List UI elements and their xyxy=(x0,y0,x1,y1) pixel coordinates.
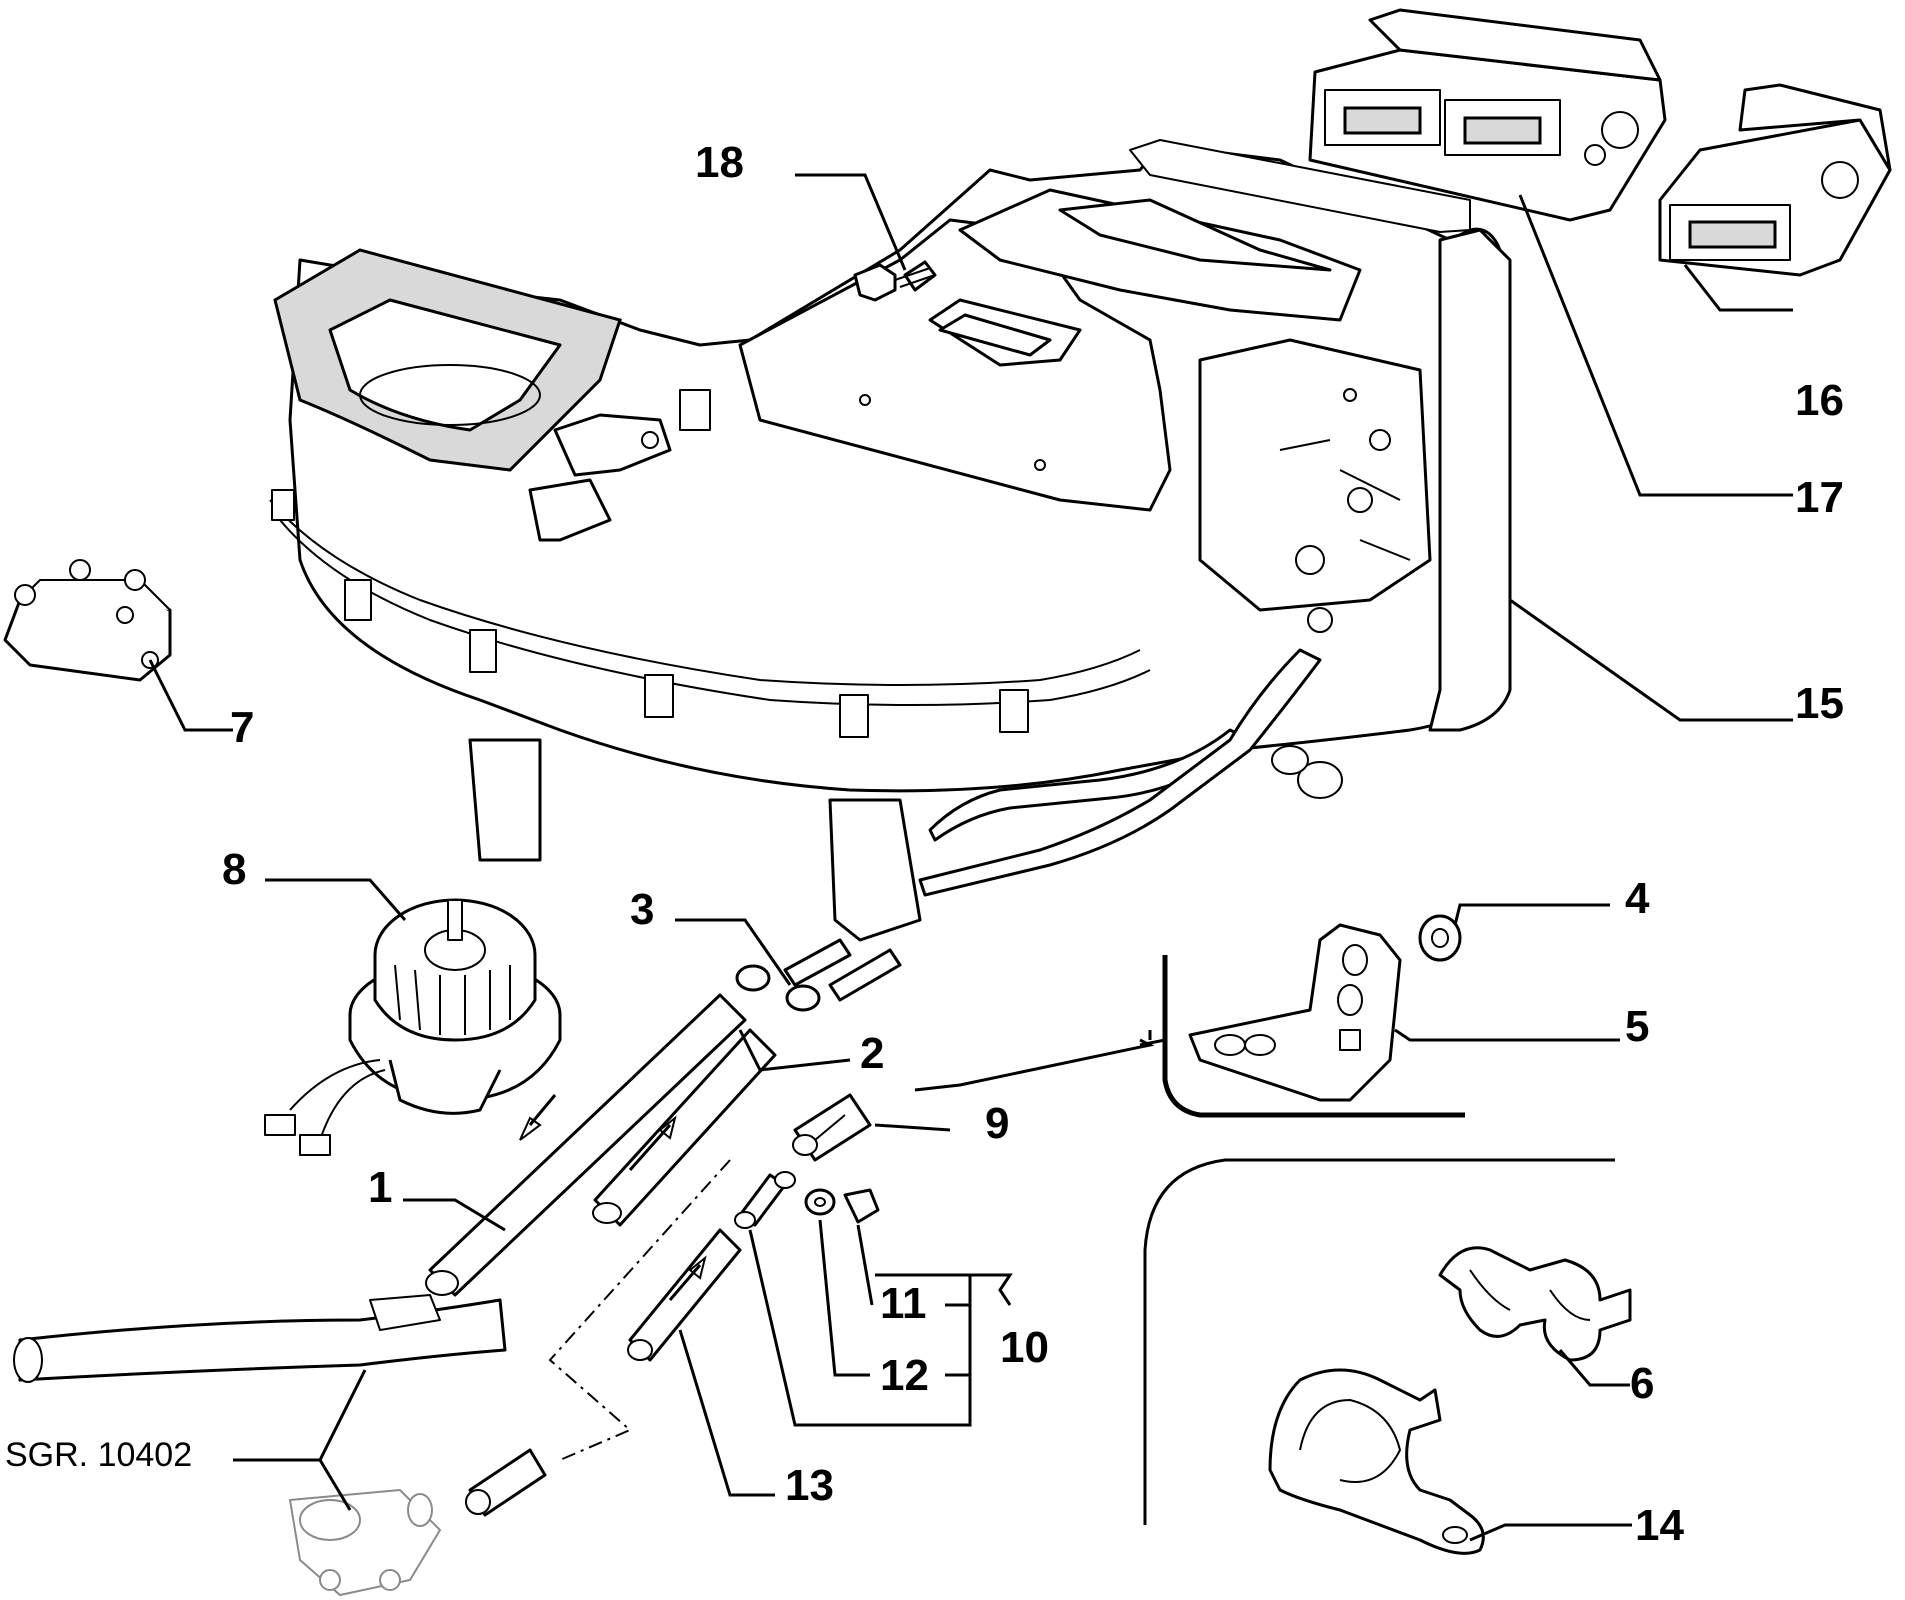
heater-housing xyxy=(269,139,1512,942)
clip-group-frame xyxy=(1143,1158,1615,1525)
callout-15: 15 xyxy=(1795,679,1844,728)
hose-2 xyxy=(592,1028,777,1227)
pipe-clip-small xyxy=(1438,1246,1632,1362)
hose-13 xyxy=(627,1228,742,1362)
callout-17: 17 xyxy=(1795,473,1844,522)
hose-clamps xyxy=(735,938,902,1012)
screw xyxy=(853,260,937,302)
callout-5: 5 xyxy=(1625,1002,1649,1051)
blower-motor xyxy=(264,898,562,1156)
bracket-group-frame xyxy=(1162,955,1465,1118)
routing-dashed-line xyxy=(548,1159,731,1461)
pipe-clip-large xyxy=(1268,1368,1485,1555)
callout-2: 2 xyxy=(860,1029,884,1078)
pipe-bracket xyxy=(1188,923,1402,1102)
blower-resistor xyxy=(3,559,172,682)
callout-3: 3 xyxy=(630,885,654,934)
vent-outlet-single xyxy=(1658,83,1892,277)
short-hose xyxy=(465,1448,547,1517)
hose-1 xyxy=(425,993,747,1297)
vent-outlet-double xyxy=(1308,8,1667,222)
callout-1: 1 xyxy=(368,1163,392,1212)
callout-14: 14 xyxy=(1635,1501,1684,1550)
tee-fitting xyxy=(734,1171,796,1229)
bleed-screw-11 xyxy=(843,1188,880,1224)
leader-lines xyxy=(148,173,1793,1542)
callout-9: 9 xyxy=(985,1099,1009,1148)
reference-label: SGR. 10402 xyxy=(5,1436,192,1474)
callout-11: 11 xyxy=(880,1279,927,1328)
callout-13: 13 xyxy=(785,1461,834,1510)
engine-pipe xyxy=(13,1294,507,1597)
callout-16: 16 xyxy=(1795,376,1844,425)
callout-10: 10 xyxy=(1000,1323,1049,1372)
callout-8: 8 xyxy=(222,845,246,894)
callout-4: 4 xyxy=(1625,874,1650,923)
callout-12: 12 xyxy=(880,1351,929,1400)
connector-9 xyxy=(792,1093,872,1162)
grommet xyxy=(1418,914,1462,962)
callout-18: 18 xyxy=(695,138,744,187)
callout-6: 6 xyxy=(1630,1359,1654,1408)
callout-7: 7 xyxy=(230,703,254,752)
washer-12 xyxy=(804,1188,836,1216)
